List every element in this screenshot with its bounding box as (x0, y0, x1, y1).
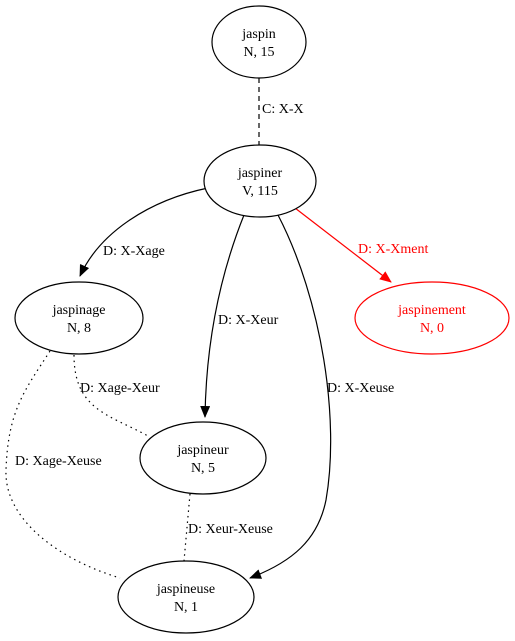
edge-label-jaspin-jaspiner: C: X-X (262, 102, 304, 117)
node-jaspin: jaspin N, 15 (211, 5, 307, 79)
node-ellipse-jaspin (211, 5, 307, 79)
node-jaspinement: jaspinement N, 0 (354, 281, 510, 355)
edge-jaspiner-jaspinement (294, 207, 392, 283)
node-ellipse-jaspinage (14, 281, 144, 355)
node-name-jaspin: jaspin (241, 27, 275, 42)
node-jaspiner: jaspiner V, 115 (203, 144, 317, 218)
edge-jaspiner-jaspinage (79, 187, 209, 277)
node-info-jaspiner: V, 115 (242, 184, 278, 199)
edge-label-jaspineur-jaspineuse: D: Xeur-Xeuse (188, 522, 273, 537)
edge-label-jaspinage-jaspineuse: D: Xage-Xeuse (15, 454, 102, 469)
node-jaspineur: jaspineur N, 5 (139, 421, 267, 495)
node-name-jaspineur: jaspineur (176, 443, 229, 458)
edge-label-jaspinage-jaspineur: D: Xage-Xeur (80, 381, 160, 396)
edge-jaspiner-jaspineuse (249, 214, 332, 579)
node-ellipse-jaspineur (139, 421, 267, 495)
node-info-jaspineuse: N, 1 (174, 600, 198, 615)
node-info-jaspinage: N, 8 (67, 321, 91, 336)
node-jaspineuse: jaspineuse N, 1 (117, 560, 255, 634)
node-name-jaspiner: jaspiner (237, 166, 283, 181)
node-info-jaspineur: N, 5 (191, 461, 215, 476)
node-jaspinage: jaspinage N, 8 (14, 281, 144, 355)
node-info-jaspin: N, 15 (243, 45, 274, 60)
edge-label-jaspiner-jaspinage: D: X-Xage (103, 244, 165, 259)
node-name-jaspinement: jaspinement (397, 303, 466, 318)
node-name-jaspinage: jaspinage (52, 303, 106, 318)
edge-jaspiner-jaspineur (200, 214, 245, 418)
edge-label-jaspiner-jaspineur: D: X-Xeur (218, 313, 279, 328)
node-ellipse-jaspiner (203, 144, 317, 218)
node-name-jaspineuse: jaspineuse (156, 582, 215, 597)
node-ellipse-jaspineuse (117, 560, 255, 634)
edge-label-jaspiner-jaspineuse: D: X-Xeuse (327, 381, 394, 396)
edge-label-jaspiner-jaspinement: D: X-Xment (358, 242, 428, 257)
node-info-jaspinement: N, 0 (420, 321, 444, 336)
node-ellipse-jaspinement (354, 281, 510, 355)
edge-jaspineur-jaspineuse (183, 493, 191, 562)
